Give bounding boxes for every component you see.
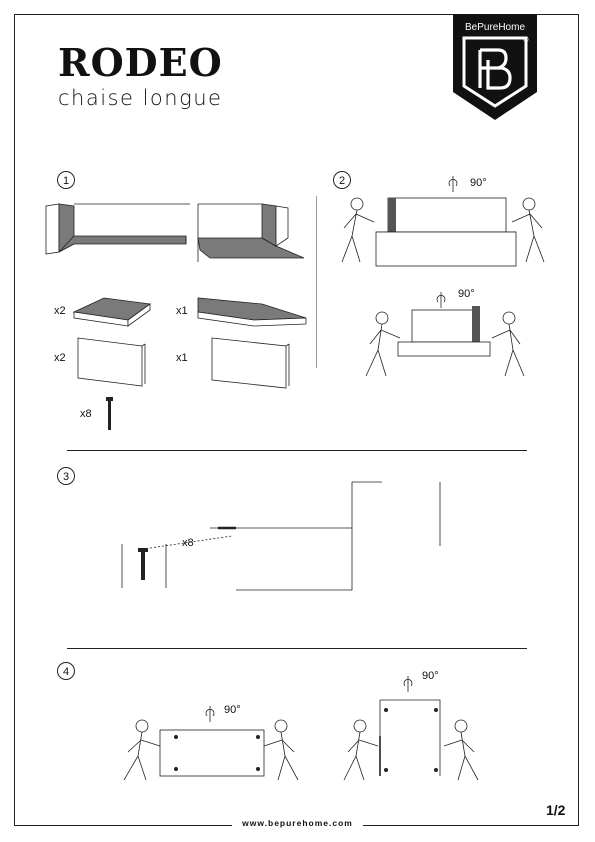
section-divider <box>67 450 527 451</box>
step3-sofa-underside <box>121 481 441 591</box>
rotation-label: 90° <box>422 670 439 682</box>
person-figure <box>341 197 375 263</box>
chaise-cushion-part <box>197 297 307 327</box>
leg-part <box>138 548 148 580</box>
step-number: 4 <box>57 662 75 680</box>
product-title: RODEO <box>58 40 223 85</box>
leg-part <box>106 397 113 430</box>
person-figure <box>491 311 525 377</box>
footer: www.bepurehome.com <box>0 818 595 828</box>
rotation-label: 90° <box>224 704 241 716</box>
step4-right-scene <box>379 676 441 776</box>
quantity-label: x8 <box>182 537 194 549</box>
section-divider <box>67 648 527 649</box>
step4-left-scene <box>159 706 265 777</box>
person-figure <box>263 719 299 781</box>
quantity-label: x8 <box>80 408 92 420</box>
website-link[interactable]: www.bepurehome.com <box>232 818 363 828</box>
step2-lower-scene <box>397 292 491 357</box>
step-number: 1 <box>57 171 75 189</box>
back-panel-part <box>77 337 146 387</box>
brand-logo: BePureHome ® <box>453 14 537 120</box>
seat-cushion-part <box>72 297 152 327</box>
person-figure <box>343 719 379 781</box>
rotation-label: 90° <box>470 177 487 189</box>
section-divider <box>316 196 317 368</box>
sofa-base-part <box>45 203 190 255</box>
quantity-label: x1 <box>176 305 188 317</box>
person-figure <box>365 311 401 377</box>
quantity-label: x2 <box>54 305 66 317</box>
chaise-base-part <box>197 203 305 262</box>
person-figure <box>123 719 161 781</box>
step-number: 2 <box>333 171 351 189</box>
person-figure <box>443 719 479 781</box>
person-figure <box>511 197 545 263</box>
product-subtitle: chaise longue <box>58 86 223 110</box>
step-number: 3 <box>57 467 75 485</box>
rotation-label: 90° <box>458 288 475 300</box>
quantity-label: x1 <box>176 352 188 364</box>
step2-upper-scene <box>375 176 517 267</box>
brand-name: BePureHome <box>465 22 525 33</box>
quantity-label: x2 <box>54 352 66 364</box>
chaise-panel-part <box>211 337 290 389</box>
page-number: 1/2 <box>546 802 566 818</box>
